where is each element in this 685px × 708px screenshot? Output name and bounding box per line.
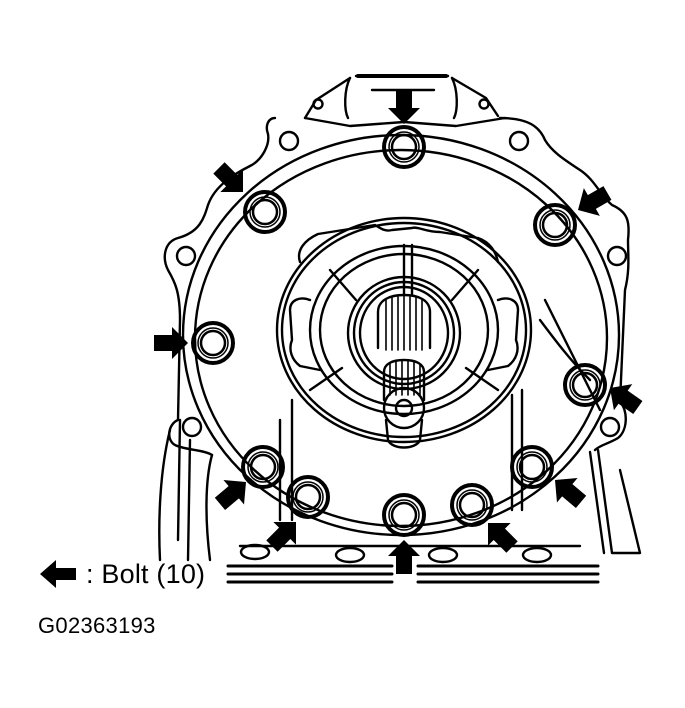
bolt-right bbox=[563, 363, 607, 407]
gasket-outer bbox=[181, 133, 621, 537]
arrow-up-left-icon bbox=[476, 511, 524, 559]
legend: : Bolt (10) bbox=[38, 556, 205, 592]
flange-hole bbox=[181, 416, 203, 438]
bolts bbox=[191, 125, 607, 537]
legend-label: : Bolt (10) bbox=[86, 558, 206, 589]
oil-pump bbox=[275, 216, 533, 449]
housing-outline bbox=[163, 116, 630, 457]
arrow-down-icon bbox=[388, 90, 420, 124]
flange-hole bbox=[606, 245, 628, 267]
bolt-top bbox=[382, 125, 426, 169]
flange-hole bbox=[508, 130, 530, 152]
flange-hole bbox=[278, 130, 300, 152]
bolt-lower-left-outer bbox=[241, 445, 285, 489]
arrow-left-icon bbox=[40, 560, 76, 588]
bolt-lower-right-outer bbox=[510, 445, 554, 489]
flange-hole bbox=[599, 416, 621, 438]
base-lines bbox=[226, 564, 600, 584]
figure-id: G02363193 bbox=[38, 613, 156, 638]
bolt-upper-right bbox=[533, 203, 577, 247]
arrow-up-right-icon bbox=[209, 469, 257, 517]
flange-hole bbox=[175, 245, 197, 267]
bolt-left bbox=[191, 321, 235, 365]
lower-case bbox=[158, 298, 642, 564]
bolt-lower-left-inner bbox=[286, 475, 330, 519]
bolt-lower-right-inner bbox=[450, 483, 494, 527]
bolt-upper-left bbox=[243, 190, 287, 234]
input-shaft bbox=[376, 293, 432, 430]
arrow-down-right-icon bbox=[207, 156, 255, 204]
bolt-bottom bbox=[382, 493, 426, 537]
